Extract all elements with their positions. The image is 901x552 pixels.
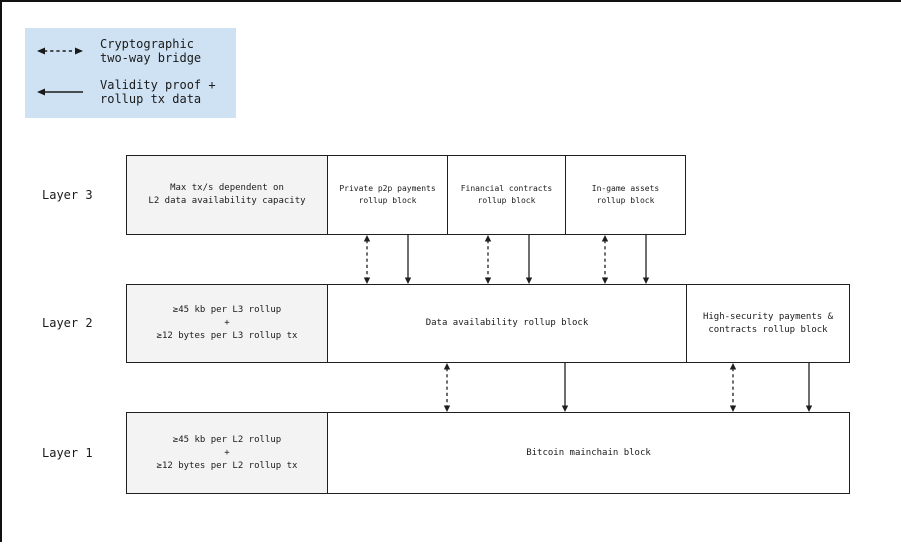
two-way-bridge-arrow xyxy=(729,363,737,412)
layer-2-capacity-box: ≥45 kb per L3 rollup + ≥12 bytes per L3 … xyxy=(127,285,327,362)
legend-item-bridge: Cryptographic two-way bridge xyxy=(37,37,236,65)
layer-2-row: ≥45 kb per L3 rollup + ≥12 bytes per L3 … xyxy=(126,284,850,363)
block-financial-contracts: Financial contracts rollup block xyxy=(447,156,565,234)
legend-item-proof: Validity proof + rollup tx data xyxy=(37,78,236,106)
layer-3-row: Max tx/s dependent on L2 data availabili… xyxy=(126,155,686,235)
block-private-p2p-payments: Private p2p payments rollup block xyxy=(327,156,447,234)
layer-3-label: Layer 3 xyxy=(42,188,93,202)
block-data-availability: Data availability rollup block xyxy=(327,285,686,362)
layer-3-capacity-box: Max tx/s dependent on L2 data availabili… xyxy=(127,156,327,234)
block-high-security-payments: High-security payments & contracts rollu… xyxy=(686,285,849,362)
layer-1-capacity-box: ≥45 kb per L2 rollup + ≥12 bytes per L2 … xyxy=(127,413,327,493)
block-bitcoin-mainchain: Bitcoin mainchain block xyxy=(327,413,849,493)
legend-bridge-label: Cryptographic two-way bridge xyxy=(100,37,202,65)
validity-proof-arrow xyxy=(805,363,813,412)
two-way-bridge-arrow xyxy=(601,235,609,284)
layer-1-label: Layer 1 xyxy=(42,446,93,460)
legend-proof-label: Validity proof + rollup tx data xyxy=(100,78,216,106)
dashed-two-way-arrow-icon xyxy=(37,47,83,55)
layer-1-row: ≥45 kb per L2 rollup + ≥12 bytes per L2 … xyxy=(126,412,850,494)
frame-left-line xyxy=(0,0,2,542)
block-in-game-assets: In-game assets rollup block xyxy=(565,156,685,234)
two-way-bridge-arrow xyxy=(443,363,451,412)
solid-left-arrow-icon xyxy=(37,88,83,96)
frame-top-line xyxy=(0,0,901,2)
validity-proof-arrow xyxy=(561,363,569,412)
two-way-bridge-arrow xyxy=(484,235,492,284)
validity-proof-arrow xyxy=(404,235,412,284)
legend: Cryptographic two-way bridge Validity pr… xyxy=(25,28,236,118)
validity-proof-arrow xyxy=(642,235,650,284)
validity-proof-arrow xyxy=(525,235,533,284)
layer-2-label: Layer 2 xyxy=(42,316,93,330)
two-way-bridge-arrow xyxy=(363,235,371,284)
